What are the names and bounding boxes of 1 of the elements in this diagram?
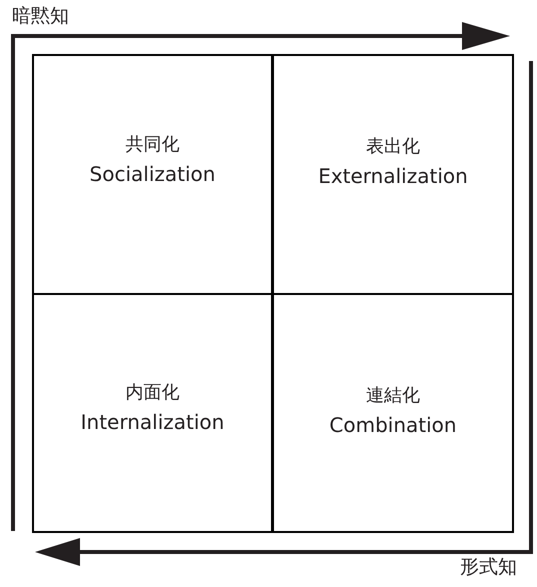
axis-label: 暗黙知 bbox=[12, 6, 69, 27]
